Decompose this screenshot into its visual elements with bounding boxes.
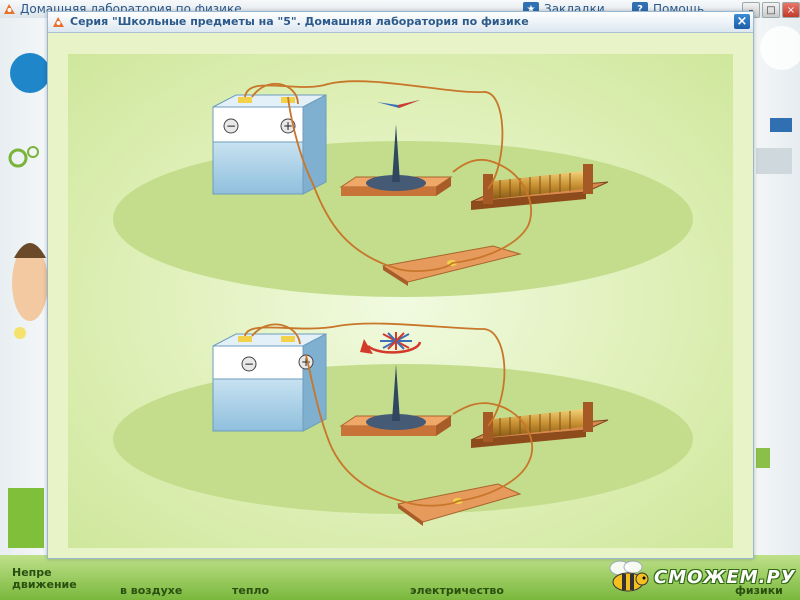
close-icon[interactable]: × — [734, 14, 750, 29]
wires — [244, 80, 533, 272]
compass-stand — [339, 332, 453, 436]
table-surface — [113, 364, 693, 514]
nav-item-heat[interactable]: тепло — [232, 584, 270, 597]
right-panel-decor — [756, 26, 800, 468]
circuit-top: − + — [113, 80, 693, 297]
experiment-stage: − + — [68, 54, 733, 548]
minus-sign: − — [226, 119, 236, 133]
bottom-nav: Непре движение в воздухе тепло электриче… — [0, 555, 800, 600]
app-icon — [53, 17, 64, 27]
battery: − + — [212, 333, 327, 432]
compass-needle-rotating — [360, 332, 422, 354]
brand-logo: СМОЖЕМ.РУ — [600, 558, 795, 596]
app-close-button[interactable]: × — [782, 2, 800, 18]
circuit-bottom: − + — [113, 322, 693, 526]
left-panel — [0, 18, 50, 558]
nav-item-electricity[interactable]: электричество — [410, 584, 504, 597]
nav-item-motion[interactable]: Непре движение — [12, 566, 77, 591]
rotation-arrow — [367, 341, 422, 354]
right-panel — [752, 18, 800, 558]
left-panel-decor — [8, 53, 50, 548]
tv-icon — [770, 118, 792, 132]
dialog-titlebar[interactable]: Серия "Школьные предметы на "5". Домашня… — [48, 12, 753, 33]
coil-resistor — [470, 164, 609, 210]
app-icon — [4, 4, 15, 14]
minus-sign: − — [244, 357, 254, 371]
compass-needle — [377, 100, 420, 108]
coil-resistor — [470, 402, 609, 448]
plus-terminal — [280, 118, 296, 134]
compass-stand — [339, 100, 453, 196]
gear-icon — [8, 148, 28, 168]
wires — [244, 322, 533, 507]
battery: − + — [212, 94, 327, 195]
plus-sign: + — [301, 355, 311, 369]
brand-text: СМОЖЕМ.РУ — [654, 567, 796, 588]
plus-sign: + — [283, 119, 293, 133]
nav-item-physics[interactable]: физики — [735, 584, 783, 597]
minus-terminal — [241, 356, 257, 372]
bee-icon — [609, 560, 649, 592]
oersted-experiment-illustration: − + — [113, 80, 693, 526]
dialog-title: Серия "Школьные предметы на "5". Домашня… — [70, 15, 529, 28]
maximize-button[interactable]: □ — [762, 2, 780, 18]
minus-terminal — [223, 118, 239, 134]
lab-dialog: Серия "Школьные предметы на "5". Домашня… — [47, 11, 754, 559]
nav-item-air[interactable]: в воздухе — [120, 584, 183, 597]
